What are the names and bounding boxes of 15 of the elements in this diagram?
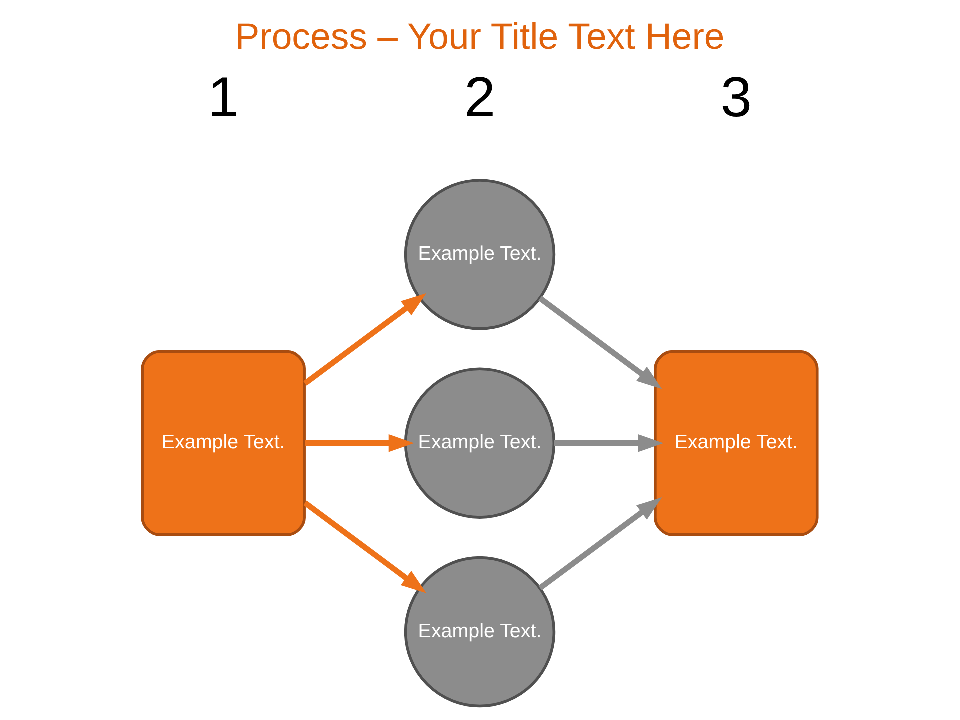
arrow	[538, 498, 662, 591]
node-circle: Example Text.	[404, 179, 556, 330]
node-box: Example Text.	[141, 350, 306, 536]
node-box: Example Text.	[654, 350, 819, 536]
node-circle: Example Text.	[404, 368, 556, 519]
label: 3	[720, 66, 752, 129]
label: 1	[208, 66, 240, 129]
arrow	[304, 293, 427, 386]
diagram-title: Process – Your Title Text Here	[235, 16, 725, 57]
arrow	[554, 434, 664, 452]
node-circle: Example Text.	[404, 556, 556, 708]
arrow	[305, 434, 414, 452]
arrow	[538, 296, 662, 390]
arrow	[304, 500, 427, 594]
label: 2	[464, 66, 496, 129]
